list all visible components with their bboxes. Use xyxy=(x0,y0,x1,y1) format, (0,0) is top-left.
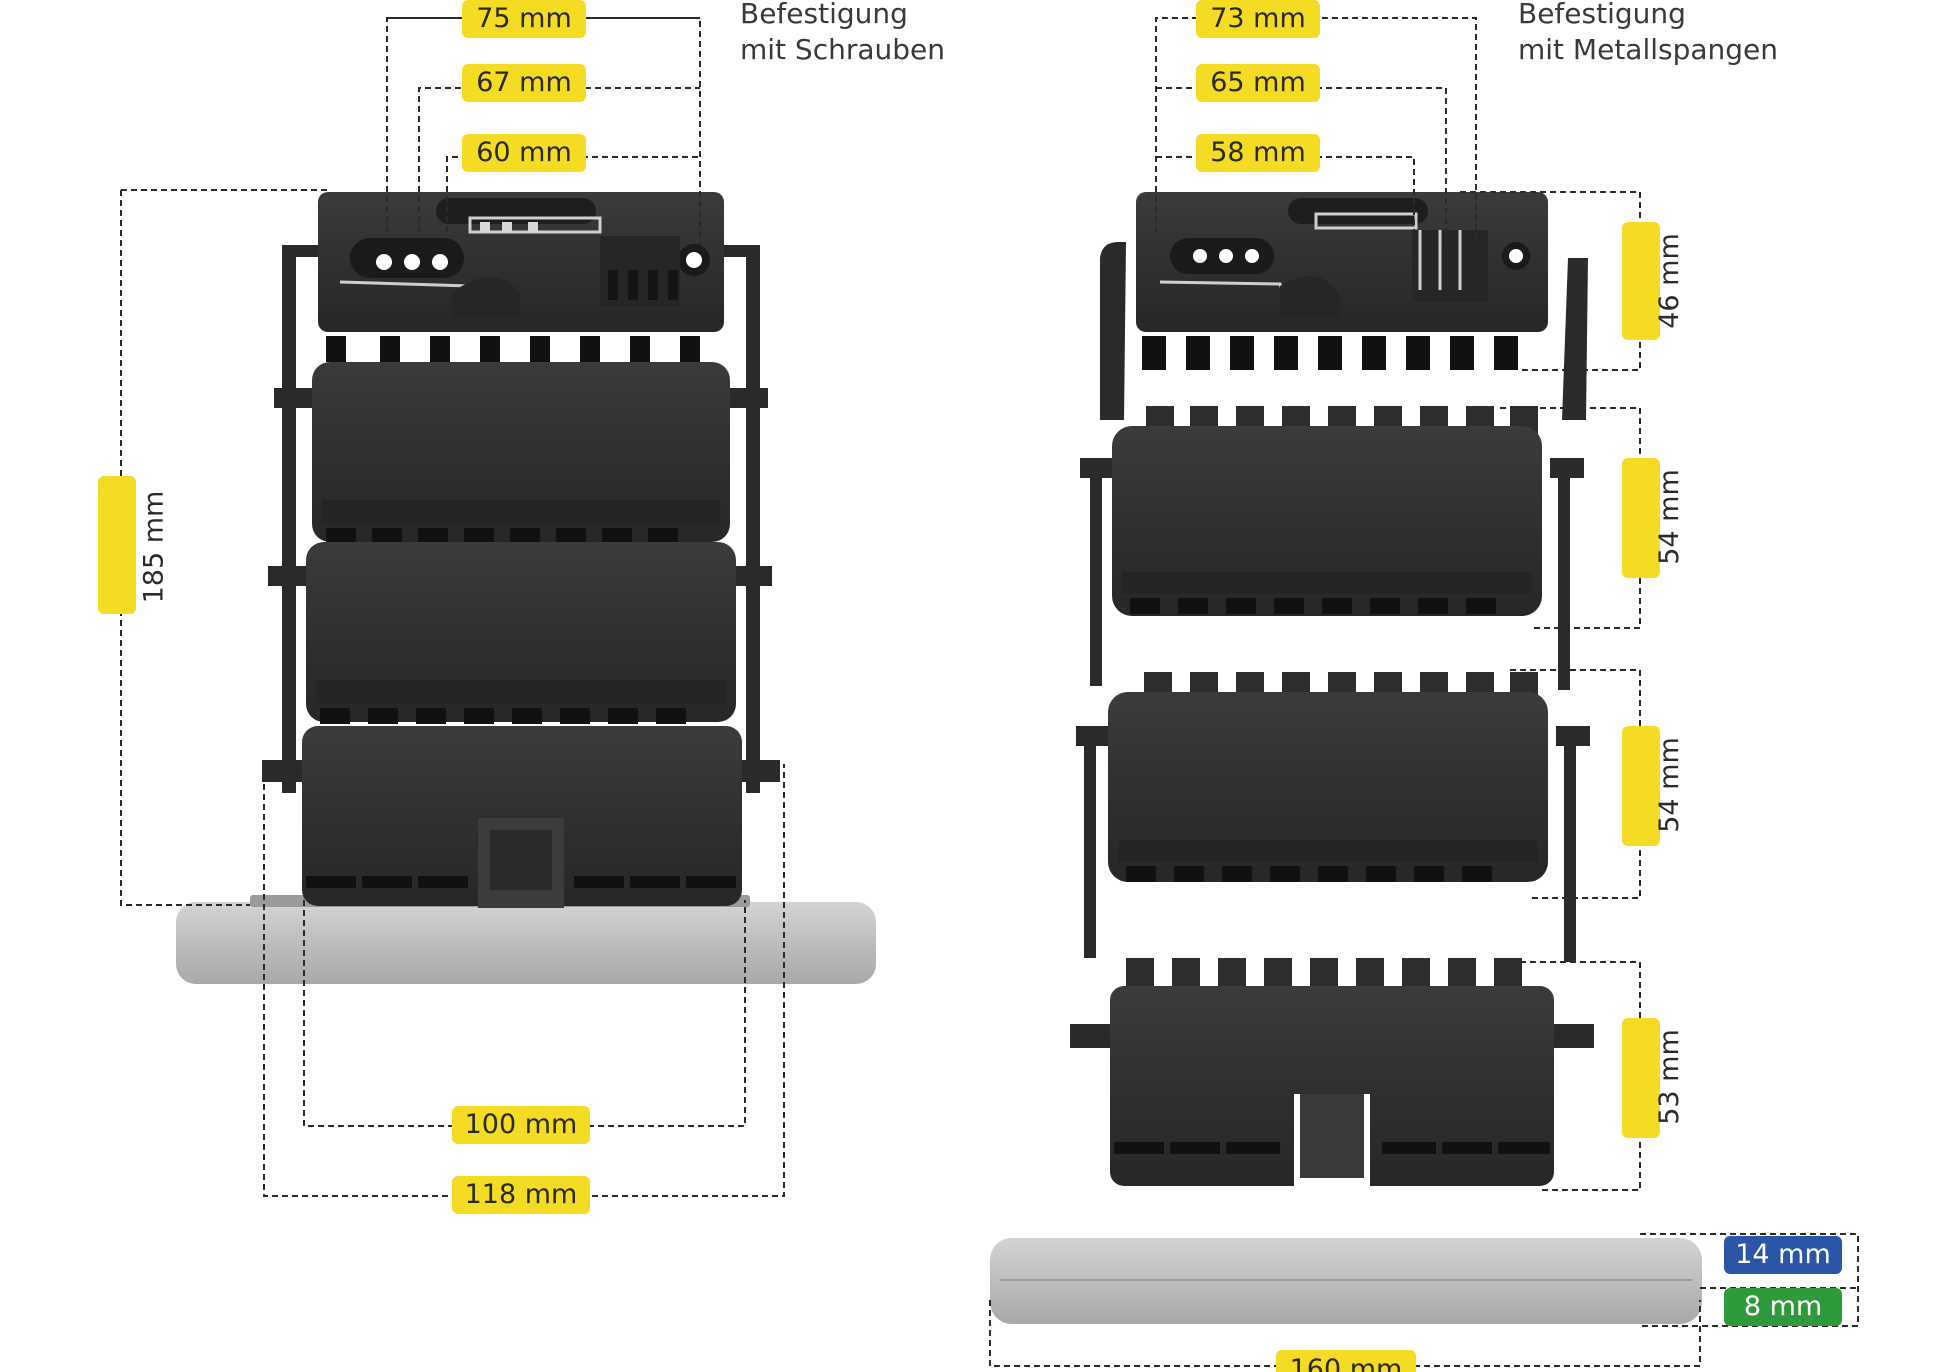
label-75mm: 75 mm xyxy=(462,0,586,38)
caption-right-line-1: Befestigung xyxy=(1518,0,1686,30)
label-73mm: 73 mm xyxy=(1196,0,1320,38)
right-middle-module-1 xyxy=(1080,406,1584,690)
label-118mm: 118 mm xyxy=(452,1176,590,1214)
screw-hole-75 xyxy=(376,254,392,270)
right-top-module xyxy=(1100,192,1588,420)
left-assembly xyxy=(176,192,876,984)
left-top-module xyxy=(318,192,724,362)
label-53mm: 53 mm xyxy=(1622,1018,1685,1138)
left-middle-module-2 xyxy=(306,542,736,724)
caption-left-line-2: mit Schrauben xyxy=(740,33,946,66)
label-185mm-text: 185 mm xyxy=(138,490,170,604)
label-65mm: 65 mm xyxy=(1196,64,1320,102)
left-bottom-module xyxy=(302,726,742,908)
label-54mm-a-text: 54 mm xyxy=(1653,469,1685,565)
label-185mm: 185 mm xyxy=(98,476,169,614)
label-100mm: 100 mm xyxy=(452,1106,590,1144)
label-46mm: 46 mm xyxy=(1622,222,1685,340)
left-middle-module-1 xyxy=(312,362,730,544)
caption-right-line-2: mit Metallspangen xyxy=(1518,33,1779,66)
label-46mm-text: 46 mm xyxy=(1653,233,1685,329)
left-frame-rods xyxy=(262,245,780,793)
screw-hole-67 xyxy=(404,254,420,270)
right-bottom-module xyxy=(1070,958,1594,1186)
caption-left-line-1: Befestigung xyxy=(740,0,908,30)
screw-hole-60 xyxy=(432,254,448,270)
label-8mm: 8 mm xyxy=(1724,1288,1842,1326)
label-54mm-b-text: 54 mm xyxy=(1653,737,1685,833)
label-160mm: 160 mm xyxy=(1276,1350,1416,1372)
label-54mm-a: 54 mm xyxy=(1622,458,1685,578)
caption-left: Befestigung mit Schrauben xyxy=(740,0,945,68)
label-54mm-b: 54 mm xyxy=(1622,726,1685,846)
right-assembly xyxy=(990,192,1702,1324)
left-mounting-rail xyxy=(176,902,876,984)
label-58mm: 58 mm xyxy=(1196,134,1320,172)
label-67mm: 67 mm xyxy=(462,64,586,102)
label-53mm-text: 53 mm xyxy=(1653,1029,1685,1125)
label-60mm: 60 mm xyxy=(462,134,586,172)
right-middle-module-2 xyxy=(1076,672,1590,962)
label-14mm: 14 mm xyxy=(1724,1236,1842,1274)
caption-right: Befestigung mit Metallspangen xyxy=(1518,0,1778,68)
